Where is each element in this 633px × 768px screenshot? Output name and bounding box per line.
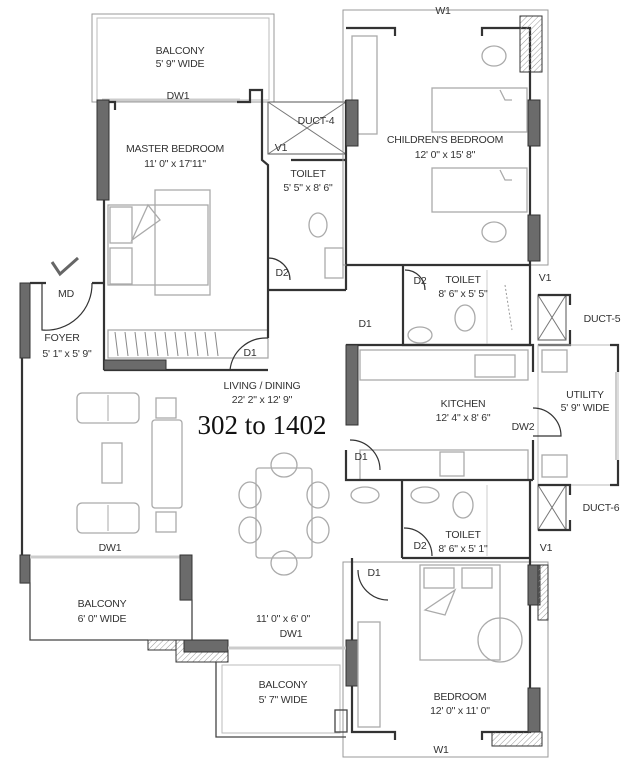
opening-label: D1 <box>354 451 367 463</box>
room-size: 5' 1" x 5' 9" <box>42 348 92 360</box>
room-size: 22' 2" x 12' 9" <box>232 394 293 406</box>
room-size: 6' 0" WIDE <box>78 613 127 625</box>
room-label: FOYER <box>44 332 80 344</box>
room-size: 8' 6" x 5' 5" <box>438 288 488 300</box>
opening-label: W1 <box>433 744 449 756</box>
unit-numbers: 302 to 1402 <box>197 410 326 440</box>
column <box>96 99 110 201</box>
coffee-table <box>101 442 123 484</box>
room-label: UTILITY <box>566 389 604 401</box>
room-label: TOILET <box>445 274 481 286</box>
wardrobe <box>107 329 269 359</box>
opening-label: D2 <box>413 540 426 552</box>
utility-area <box>532 293 620 532</box>
sink <box>474 354 516 378</box>
balcony-left <box>19 554 229 663</box>
room-label: MASTER BEDROOM <box>126 143 224 155</box>
opening-label: W1 <box>435 5 451 17</box>
opening-label: D2 <box>413 275 426 287</box>
room-label: LIVING / DINING <box>224 380 301 392</box>
master-bedroom <box>96 88 270 372</box>
opening-label: DW1 <box>99 542 122 554</box>
opening-label: V1 <box>539 272 552 284</box>
room-size: 5' 5" x 8' 6" <box>283 182 333 194</box>
sofa <box>76 392 140 424</box>
opening-label: V1 <box>275 142 288 154</box>
master-toilet <box>267 100 348 292</box>
room-label: CHILDREN'S BEDROOM <box>387 134 503 146</box>
room-size: 11' 0" x 17'11" <box>144 158 206 170</box>
kitchen-counter <box>359 349 529 381</box>
room-size: 12' 0" x 11' 0" <box>430 705 490 717</box>
room-label: TOILET <box>290 168 326 180</box>
opening-label: D2 <box>275 267 288 279</box>
childrens-bedroom <box>342 9 549 267</box>
room-label: BALCONY <box>78 598 127 610</box>
balcony-bottom <box>215 646 348 738</box>
toilet-fixture <box>308 212 328 238</box>
room-label: TOILET <box>445 529 481 541</box>
entrance-marker-icon <box>50 256 79 277</box>
kitchen <box>344 343 535 482</box>
opening-label: MD <box>58 288 75 300</box>
room-size: 11' 0" x 6' 0" <box>256 613 310 625</box>
room-size: 5' 9" WIDE <box>561 402 610 414</box>
living-dining <box>19 281 330 576</box>
wardrobe <box>351 35 378 135</box>
sofa-long <box>151 419 183 509</box>
room-label: BALCONY <box>259 679 308 691</box>
opening-label: DW2 <box>512 421 535 433</box>
bedroom <box>342 558 549 758</box>
opening-label: D1 <box>358 318 371 330</box>
double-bed <box>419 564 501 661</box>
room-size: 5' 7" WIDE <box>259 694 308 706</box>
wardrobe <box>357 621 381 728</box>
duct-label: DUCT-5 <box>584 313 621 325</box>
room-size: 8' 6" x 5' 1" <box>438 543 488 555</box>
opening-label: D1 <box>243 347 256 359</box>
single-bed <box>431 87 528 133</box>
sofa <box>76 502 140 534</box>
balcony-top <box>91 13 275 103</box>
room-size: 12' 4" x 8' 6" <box>436 412 491 424</box>
opening-label: D1 <box>367 567 380 579</box>
dining-table <box>255 467 313 559</box>
bedroom-toilet <box>350 480 532 560</box>
duct-label: DUCT-6 <box>583 502 620 514</box>
room-label: BALCONY <box>156 45 205 57</box>
single-bed <box>431 167 528 213</box>
double-bed <box>107 204 209 286</box>
room-size: 5' 9" WIDE <box>156 58 205 70</box>
opening-label: DW1 <box>280 628 303 640</box>
opening-label: V1 <box>540 542 553 554</box>
opening-label: DW1 <box>167 90 190 102</box>
room-size: 12' 0" x 15' 8" <box>415 149 476 161</box>
stove <box>439 451 465 477</box>
room-label: KITCHEN <box>441 398 486 410</box>
duct-label: DUCT-4 <box>298 115 335 127</box>
room-label: BEDROOM <box>434 691 487 703</box>
